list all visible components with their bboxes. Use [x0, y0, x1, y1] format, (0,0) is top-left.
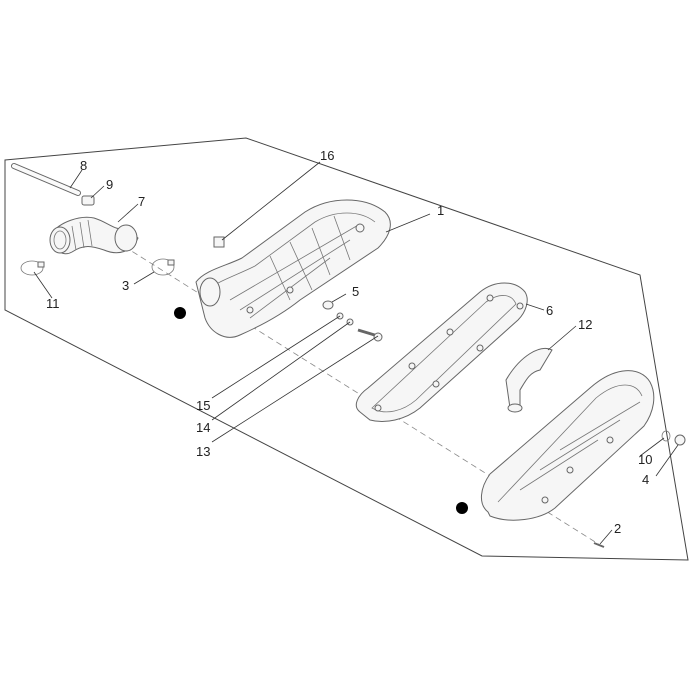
callout-5: 5: [352, 284, 359, 299]
callout-13: 13: [196, 444, 210, 459]
callout-10: 10: [638, 452, 652, 467]
callout-15: 15: [196, 398, 210, 413]
callout-11: 11: [46, 296, 60, 311]
part-13-screw: [357, 328, 383, 342]
callout-8: 8: [80, 158, 87, 173]
part-8-hose: [11, 163, 81, 196]
part-12-drain-tube: [505, 348, 553, 413]
marker-dot: [456, 502, 468, 514]
part-16-clip: [213, 236, 225, 248]
part-7-intake-elbow: [49, 216, 139, 255]
callout-6: 6: [546, 303, 553, 318]
part-6-gasket: [355, 282, 528, 422]
assembly-outline: [4, 137, 689, 561]
part-10-clip: [661, 430, 671, 442]
marker-dot: [174, 307, 186, 319]
part-5-washer: [322, 300, 334, 310]
part-2-screw: [593, 542, 605, 548]
part-9-fitting: [81, 195, 95, 206]
part-11-clamp: [20, 260, 45, 276]
callout-3: 3: [122, 278, 129, 293]
part-3-clamp: [151, 258, 175, 276]
callout-1: 1: [437, 203, 444, 218]
callout-14: 14: [196, 420, 210, 435]
part-airbox-cover: [481, 370, 655, 521]
callout-4: 4: [642, 472, 649, 487]
leader-lines: [33, 161, 679, 545]
part-1-airbox-housing: [195, 199, 391, 338]
callout-9: 9: [106, 177, 113, 192]
callout-7: 7: [138, 194, 145, 209]
callout-2: 2: [614, 521, 621, 536]
part-4-grommet: [674, 434, 686, 446]
callout-12: 12: [578, 317, 592, 332]
callout-16: 16: [320, 148, 334, 163]
